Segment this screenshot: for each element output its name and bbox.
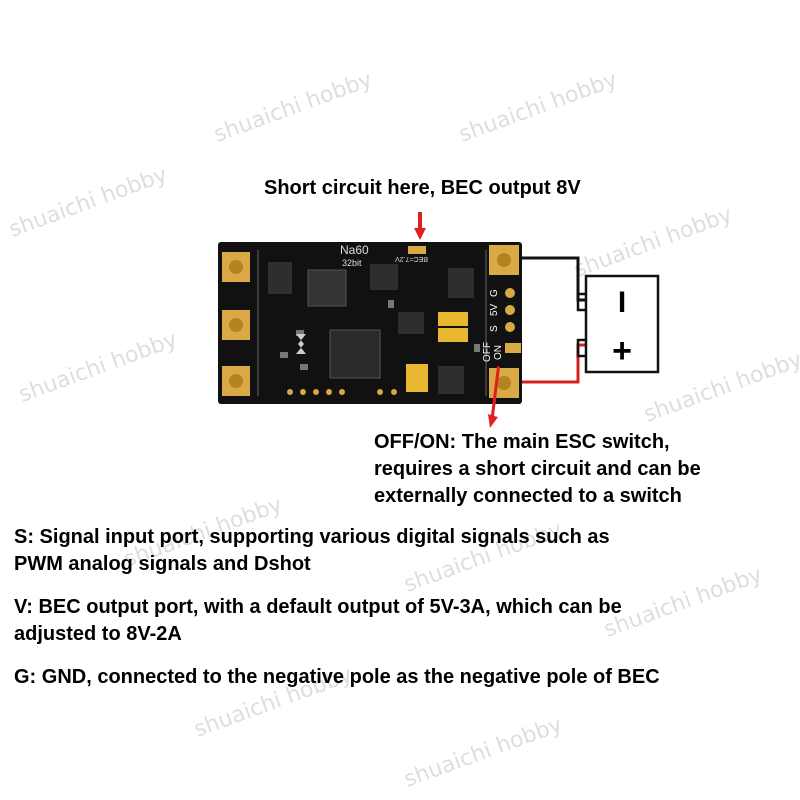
logo xyxy=(296,334,306,354)
pin-5v-pad xyxy=(505,305,515,315)
mosfet-4 xyxy=(398,312,424,334)
mosfet-1 xyxy=(268,262,292,294)
bec-port-description-line-2: adjusted to 8V-2A xyxy=(14,623,182,645)
mosfet-2 xyxy=(370,264,398,290)
switch-annotation-line-1: OFF/ON: The main ESC switch, xyxy=(374,431,670,453)
pin-g-pad xyxy=(505,288,515,298)
signal-port-description-line-2: PWM analog signals and Dshot xyxy=(14,553,311,575)
battery-neg-terminal xyxy=(576,292,586,312)
mosfet-3 xyxy=(448,268,474,298)
cap-1 xyxy=(438,312,468,326)
mcu-chip xyxy=(307,269,347,307)
arrow-to-bec-jumper xyxy=(414,212,426,240)
pcb xyxy=(218,242,522,404)
switch-pads xyxy=(505,343,521,353)
board-bits: 32bit xyxy=(342,258,362,268)
pin-label-s: S xyxy=(489,325,500,332)
bec-port-description-line-1: V: BEC output port, with a default outpu… xyxy=(14,596,622,618)
driver-chip xyxy=(329,329,381,379)
battery-body xyxy=(584,274,660,374)
battery-positive-symbol: + xyxy=(612,332,632,370)
red-wire xyxy=(508,343,590,384)
mosfet-5 xyxy=(438,366,464,394)
switch-annotation-line-2: requires a short circuit and can be xyxy=(374,458,701,480)
switch-label-on: ON xyxy=(493,345,504,360)
pin-label-5v: 5V xyxy=(489,303,500,316)
switch-label-off: OFF xyxy=(482,342,493,362)
bec-jumper-annotation: Short circuit here, BEC output 8V xyxy=(264,177,581,199)
arrow-to-switch xyxy=(488,366,500,428)
battery-negative-symbol: I xyxy=(618,286,626,319)
board-model: Na60 xyxy=(340,243,369,257)
gnd-description: G: GND, connected to the negative pole a… xyxy=(14,666,660,688)
battery-pos-terminal xyxy=(576,338,586,358)
pin-s-pad xyxy=(505,322,515,332)
cap-2 xyxy=(438,328,468,342)
switch-annotation-line-3: externally connected to a switch xyxy=(374,485,682,507)
bec-jumper-pads xyxy=(408,246,426,254)
cap-3 xyxy=(406,364,428,392)
bec-jumper-label: BEC=7.2V xyxy=(395,255,428,262)
black-wire xyxy=(508,256,590,302)
pin-label-g: G xyxy=(489,289,500,297)
signal-port-description-line-1: S: Signal input port, supporting various… xyxy=(14,526,610,548)
